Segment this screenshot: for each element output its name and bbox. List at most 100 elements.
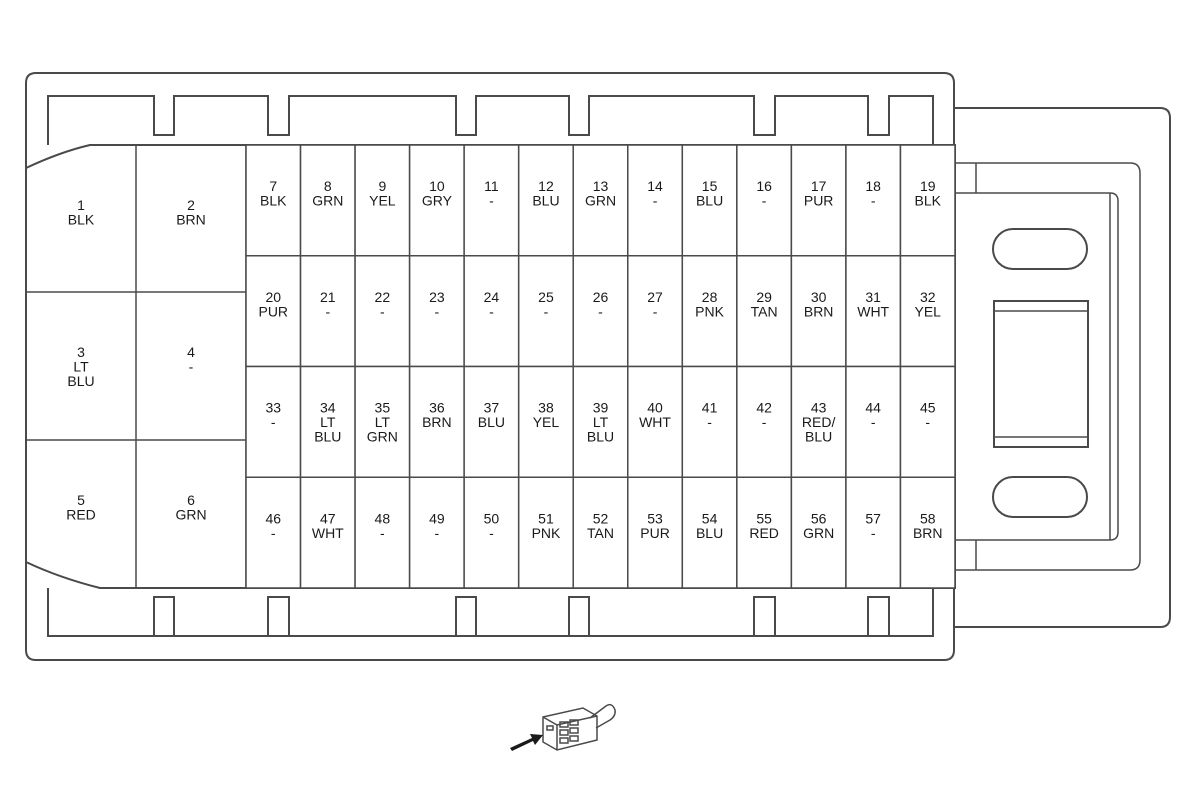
pin-wire-color: PNK — [532, 525, 561, 541]
pin-cell-24: 24- — [463, 255, 520, 368]
pin-number: 31 — [865, 289, 881, 305]
pin-number: 29 — [756, 289, 772, 305]
pin-wire-color: - — [489, 193, 494, 209]
pin-number: 58 — [920, 510, 936, 526]
pin-wire-color: - — [871, 193, 876, 209]
pin-number: 30 — [811, 289, 827, 305]
pin-number: 54 — [702, 510, 718, 526]
pin-wire-color: - — [762, 414, 767, 430]
pin-number: 40 — [647, 400, 663, 416]
pin-wire-color: BLU — [696, 193, 723, 209]
pin-cell-18: 18- — [845, 144, 902, 257]
pin-number: 36 — [429, 400, 445, 416]
pin-cell-26: 26- — [572, 255, 629, 368]
pin-wire-color: WHT — [312, 525, 344, 541]
pin-wire-color: - — [489, 525, 494, 541]
pin-number: 21 — [320, 289, 336, 305]
pin-wire-color: PUR — [804, 193, 834, 209]
pin-number: 35 — [375, 400, 391, 416]
pin-number: 38 — [538, 400, 554, 416]
pin-wire-color: BLU — [478, 414, 505, 430]
pin-number: 57 — [865, 510, 881, 526]
pin-cell-42: 42- — [736, 365, 793, 478]
pin-wire-color: - — [435, 303, 440, 319]
pin-wire-color: WHT — [857, 303, 889, 319]
pin-number: 46 — [265, 510, 281, 526]
pin-number: 42 — [756, 400, 772, 416]
pin-wire-color: - — [707, 414, 712, 430]
pin-number: 49 — [429, 510, 445, 526]
pin-number: 44 — [865, 400, 881, 416]
pin-wire-color: - — [544, 303, 549, 319]
pin-number: 22 — [375, 289, 391, 305]
pin-cell-27: 27- — [627, 255, 684, 368]
pin-number: 43 — [811, 400, 827, 416]
pin-wire-color: GRN — [175, 507, 206, 523]
pin-wire-color: RED — [66, 507, 96, 523]
pin-cell-11: 11- — [463, 144, 520, 257]
pin-number: 27 — [647, 289, 663, 305]
pin-cell-16: 16- — [736, 144, 793, 257]
pin-cell-33: 33- — [245, 365, 302, 478]
pin-cell-22: 22- — [354, 255, 411, 368]
pin-wire-color: BRN — [176, 212, 206, 228]
pin-wire-color: BLU — [587, 429, 614, 445]
pin-wire-color: LT — [375, 414, 391, 430]
pin-number: 51 — [538, 510, 554, 526]
pin-wire-color: LT — [73, 359, 89, 375]
latch-slot-top — [992, 228, 1088, 270]
pin-wire-color: BLU — [67, 373, 94, 389]
pin-cell-14: 14- — [627, 144, 684, 257]
pin-cell-44: 44- — [845, 365, 902, 478]
pin-wire-color: YEL — [533, 414, 560, 430]
pin-wire-color: - — [271, 525, 276, 541]
pin-wire-color: BLU — [805, 429, 832, 445]
connector-view-arrow-icon — [510, 703, 616, 751]
pin-number: 45 — [920, 400, 936, 416]
pin-wire-color: YEL — [369, 193, 396, 209]
pin-number: 47 — [320, 510, 336, 526]
pin-number: 41 — [702, 400, 718, 416]
pin-number: 11 — [484, 178, 499, 194]
pin-cell-21: 21- — [299, 255, 356, 368]
pin-number: 52 — [593, 510, 609, 526]
latch-slot-bottom — [992, 476, 1088, 518]
pin-number: 6 — [187, 492, 195, 508]
latch-window — [993, 300, 1089, 448]
pin-wire-color: GRN — [367, 429, 398, 445]
pin-cell-25: 25- — [517, 255, 574, 368]
pin-number: 7 — [269, 178, 277, 194]
pin-wire-color: - — [489, 303, 494, 319]
pin-cell-48: 48- — [354, 476, 411, 589]
pin-number: 1 — [77, 197, 85, 213]
pin-wire-color: BLK — [914, 193, 941, 209]
pin-wire-color: - — [762, 193, 767, 209]
pin-number: 25 — [538, 289, 554, 305]
pin-wire-color: RED — [749, 525, 779, 541]
pin-number: 50 — [484, 510, 500, 526]
pin-wire-color: GRN — [312, 193, 343, 209]
pin-number: 56 — [811, 510, 827, 526]
pin-cell-49: 49- — [408, 476, 465, 589]
pin-cell-45: 45- — [899, 365, 956, 478]
